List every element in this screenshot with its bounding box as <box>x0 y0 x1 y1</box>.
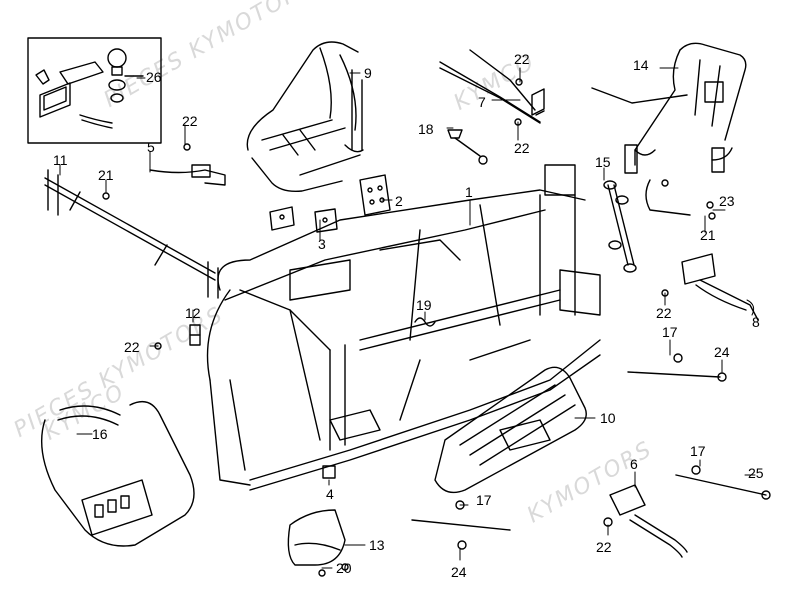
part-3-brackets <box>269 206 338 233</box>
callout-13: 13 <box>369 537 385 553</box>
part-9-front-rack <box>246 41 364 193</box>
callout-22: 22 <box>656 305 672 321</box>
callout-1: 1 <box>465 184 473 200</box>
part-12-bracket <box>189 324 201 346</box>
part-16-front-bumper <box>40 401 195 547</box>
callout-14: 14 <box>633 57 649 73</box>
part-6-bracket <box>603 484 688 558</box>
callout-21: 21 <box>98 167 114 183</box>
part-7-bracket <box>439 49 545 124</box>
callout-22: 22 <box>124 339 140 355</box>
part-17-24-lower-long-bolt <box>411 500 511 550</box>
callout-17: 17 <box>476 492 492 508</box>
part-8-bracket <box>681 253 759 321</box>
callout-2: 2 <box>395 193 403 209</box>
callout-9: 9 <box>364 65 372 81</box>
callout-19: 19 <box>416 297 432 313</box>
part-4-clip <box>322 465 336 479</box>
callout-22: 22 <box>514 140 530 156</box>
callout-4: 4 <box>326 486 334 502</box>
callout-8: 8 <box>752 314 760 330</box>
part-17-24-long-bolt <box>627 353 727 382</box>
part-1-main-frame <box>206 164 601 491</box>
part-18-fastener <box>447 129 488 165</box>
callout-24: 24 <box>714 344 730 360</box>
callout-15: 15 <box>595 154 611 170</box>
leader-lines <box>59 67 756 569</box>
part-5-bracket <box>149 164 226 186</box>
part-10-footrest <box>434 366 587 494</box>
callout-3: 3 <box>318 236 326 252</box>
part-11-side-bar <box>44 169 219 299</box>
part-13-guard <box>287 509 346 566</box>
callout-24: 24 <box>451 564 467 580</box>
callout-20: 20 <box>336 560 352 576</box>
part-14-rear-rack <box>591 42 747 174</box>
callout-12: 12 <box>185 305 201 321</box>
callout-16: 16 <box>92 426 108 442</box>
callout-23: 23 <box>719 193 735 209</box>
part-23-21-bolts <box>645 179 716 220</box>
callout-17: 17 <box>662 324 678 340</box>
callout-7: 7 <box>478 94 486 110</box>
callout-22: 22 <box>514 51 530 67</box>
part-15-mount-bolts <box>603 180 637 273</box>
callout-5: 5 <box>147 139 155 155</box>
callout-6: 6 <box>630 456 638 472</box>
callout-11: 11 <box>53 152 68 168</box>
part-26-trailer-hitch <box>27 37 162 144</box>
callout-25: 25 <box>748 465 764 481</box>
callout-18: 18 <box>418 121 434 137</box>
part-17-25-long-bolt <box>675 465 771 500</box>
callout-17: 17 <box>690 443 706 459</box>
callout-22: 22 <box>596 539 612 555</box>
callout-10: 10 <box>600 410 616 426</box>
part-19-clip <box>414 317 436 327</box>
part-20-bolts <box>318 563 349 577</box>
callout-22: 22 <box>182 113 198 129</box>
part-21-bolt <box>102 192 110 200</box>
callout-21: 21 <box>700 227 716 243</box>
callout-26: 26 <box>146 69 162 85</box>
part-2-plate <box>359 174 391 216</box>
